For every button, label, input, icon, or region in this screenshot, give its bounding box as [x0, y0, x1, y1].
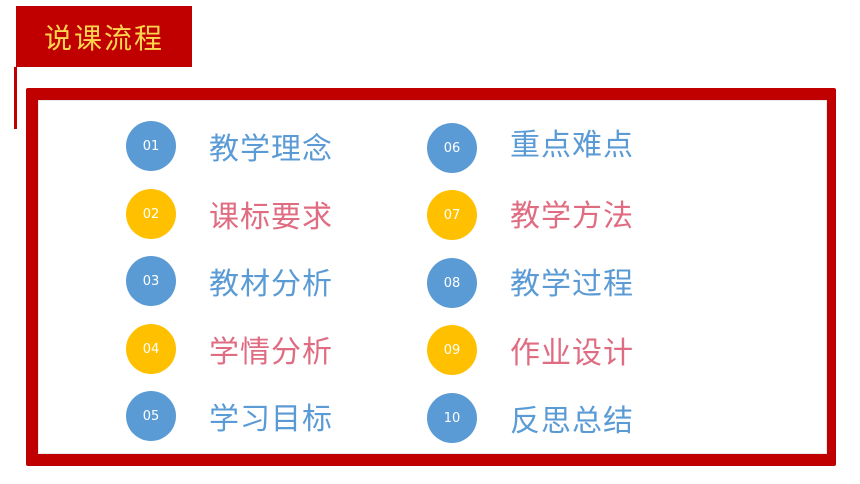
- list-item-04[interactable]: 04 学情分析: [126, 324, 333, 374]
- list-item-01[interactable]: 01 教学理念: [126, 121, 333, 171]
- item-label: 反思总结: [510, 404, 634, 439]
- title-tab-stem: [14, 67, 17, 129]
- item-label: 作业设计: [510, 336, 634, 371]
- list-item-10[interactable]: 10 反思总结: [427, 393, 634, 443]
- number-badge: 03: [126, 256, 176, 306]
- item-label: 学习目标: [209, 402, 333, 437]
- page-title: 说课流程: [43, 21, 164, 55]
- number-badge: 07: [427, 190, 477, 240]
- number-badge: 10: [427, 393, 477, 443]
- number-badge: 08: [427, 258, 477, 308]
- list-item-05[interactable]: 05 学习目标: [126, 391, 333, 441]
- number-badge: 06: [427, 123, 477, 173]
- item-label: 教材分析: [209, 267, 333, 302]
- list-item-08[interactable]: 08 教学过程: [427, 258, 634, 308]
- item-label: 教学方法: [510, 198, 634, 234]
- number-badge: 09: [427, 325, 477, 375]
- number-badge: 01: [126, 121, 176, 171]
- item-label: 教学过程: [510, 266, 634, 302]
- number-badge: 05: [126, 391, 176, 441]
- item-label: 教学理念: [209, 132, 333, 167]
- list-item-03[interactable]: 03 教材分析: [126, 256, 333, 306]
- list-item-07[interactable]: 07 教学方法: [427, 190, 634, 240]
- item-label: 课标要求: [209, 200, 333, 235]
- number-badge: 02: [126, 189, 176, 239]
- item-label: 重点难点: [510, 128, 634, 163]
- list-item-02[interactable]: 02 课标要求: [126, 189, 333, 239]
- list-item-06[interactable]: 06 重点难点: [427, 123, 634, 173]
- title-tab: 说课流程: [16, 6, 192, 67]
- list-item-09[interactable]: 09 作业设计: [427, 325, 634, 375]
- item-label: 学情分析: [209, 335, 333, 370]
- number-badge: 04: [126, 324, 176, 374]
